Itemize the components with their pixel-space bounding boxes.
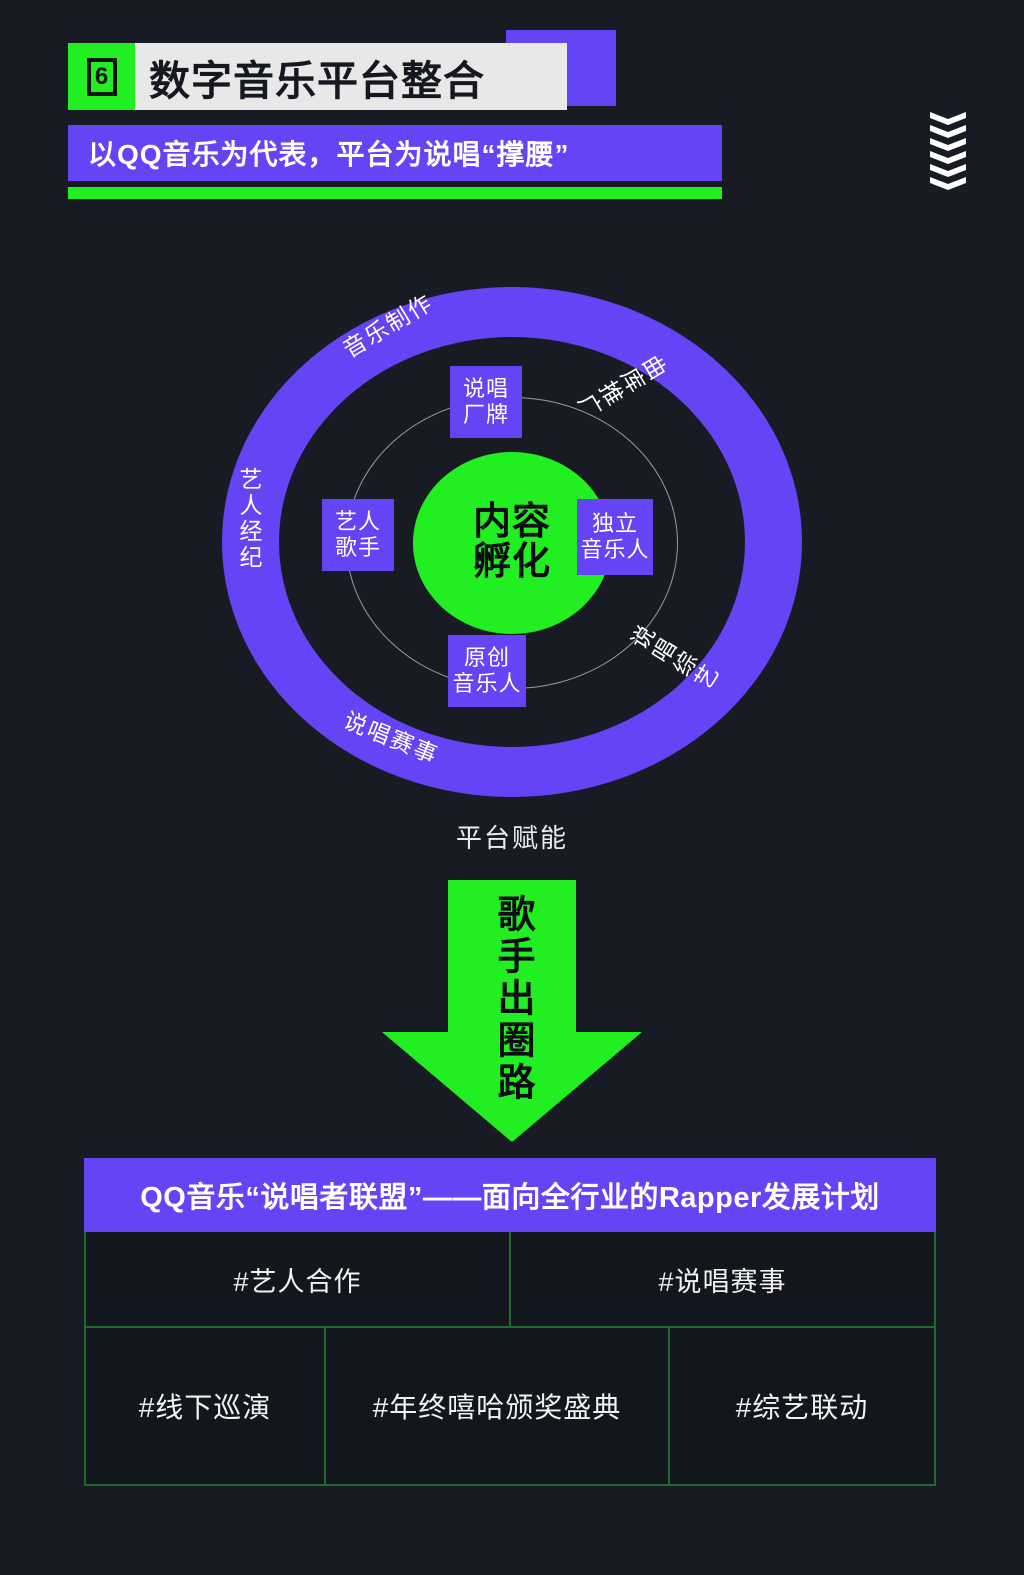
chevron-down-stack-icon (930, 112, 966, 190)
node-original-musician-line1: 原创 (463, 645, 510, 671)
core-node-label-line2: 孵化 (472, 541, 551, 583)
table-row: #艺人合作 #说唱赛事 (84, 1232, 936, 1328)
table-header: QQ音乐“说唱者联盟”——面向全行业的Rapper发展计划 (84, 1158, 936, 1232)
node-independent-musician: 独立 音乐人 (577, 499, 653, 575)
node-artist-singer-line1: 艺人 (334, 509, 381, 535)
node-rap-label: 说唱 厂牌 (450, 366, 522, 438)
node-rap-label-line1: 说唱 (462, 376, 509, 402)
section-number-value: 6 (86, 57, 117, 96)
table-cell-hiphop-awards: #年终嘻哈颁奖盛典 (326, 1328, 670, 1484)
section-number-badge: 6 (68, 43, 135, 110)
header-title-bar: 6 数字音乐平台整合 (68, 43, 567, 110)
down-arrow-icon (382, 880, 642, 1142)
node-original-musician: 原创 音乐人 (448, 635, 526, 707)
table-header-text: QQ音乐“说唱者联盟”——面向全行业的Rapper发展计划 (140, 1182, 880, 1214)
diagram-caption: 平台赋能 (455, 823, 568, 853)
node-independent-musician-line2: 音乐人 (580, 537, 650, 562)
core-node-label-line1: 内容 (472, 501, 551, 544)
node-rap-label-line2: 厂牌 (462, 402, 509, 427)
table-cell-rap-competition: #说唱赛事 (511, 1232, 934, 1326)
page-subtitle: 以QQ音乐为代表，平台为说唱“撑腰” (88, 139, 570, 170)
table-cell-artist-collab: #艺人合作 (86, 1232, 511, 1326)
header-subtitle-bar: 以QQ音乐为代表，平台为说唱“撑腰” (68, 125, 722, 181)
table-cell-variety-crossover: #综艺联动 (670, 1328, 934, 1484)
node-artist-singer: 艺人 歌手 (322, 499, 394, 571)
node-artist-singer-line2: 歌手 (334, 535, 381, 560)
table-row: #线下巡演 #年终嘻哈颁奖盛典 #综艺联动 (84, 1328, 936, 1486)
node-original-musician-line2: 音乐人 (452, 671, 522, 696)
header-green-rule (68, 187, 722, 199)
ring-label-artist-management: 艺人经纪 (236, 467, 262, 571)
rapper-alliance-table: QQ音乐“说唱者联盟”——面向全行业的Rapper发展计划 #艺人合作 #说唱赛… (84, 1158, 936, 1486)
core-node-label: 内容 孵化 (472, 501, 551, 583)
table-cell-offline-tour: #线下巡演 (86, 1328, 326, 1484)
content-incubation-diagram: 内容 孵化 说唱 厂牌 艺人 歌手 独立 音乐人 原创 音乐人 音乐制作 曲库推… (222, 287, 802, 797)
page-title: 数字音乐平台整合 (149, 57, 485, 104)
node-independent-musician-line1: 独立 (591, 511, 638, 537)
